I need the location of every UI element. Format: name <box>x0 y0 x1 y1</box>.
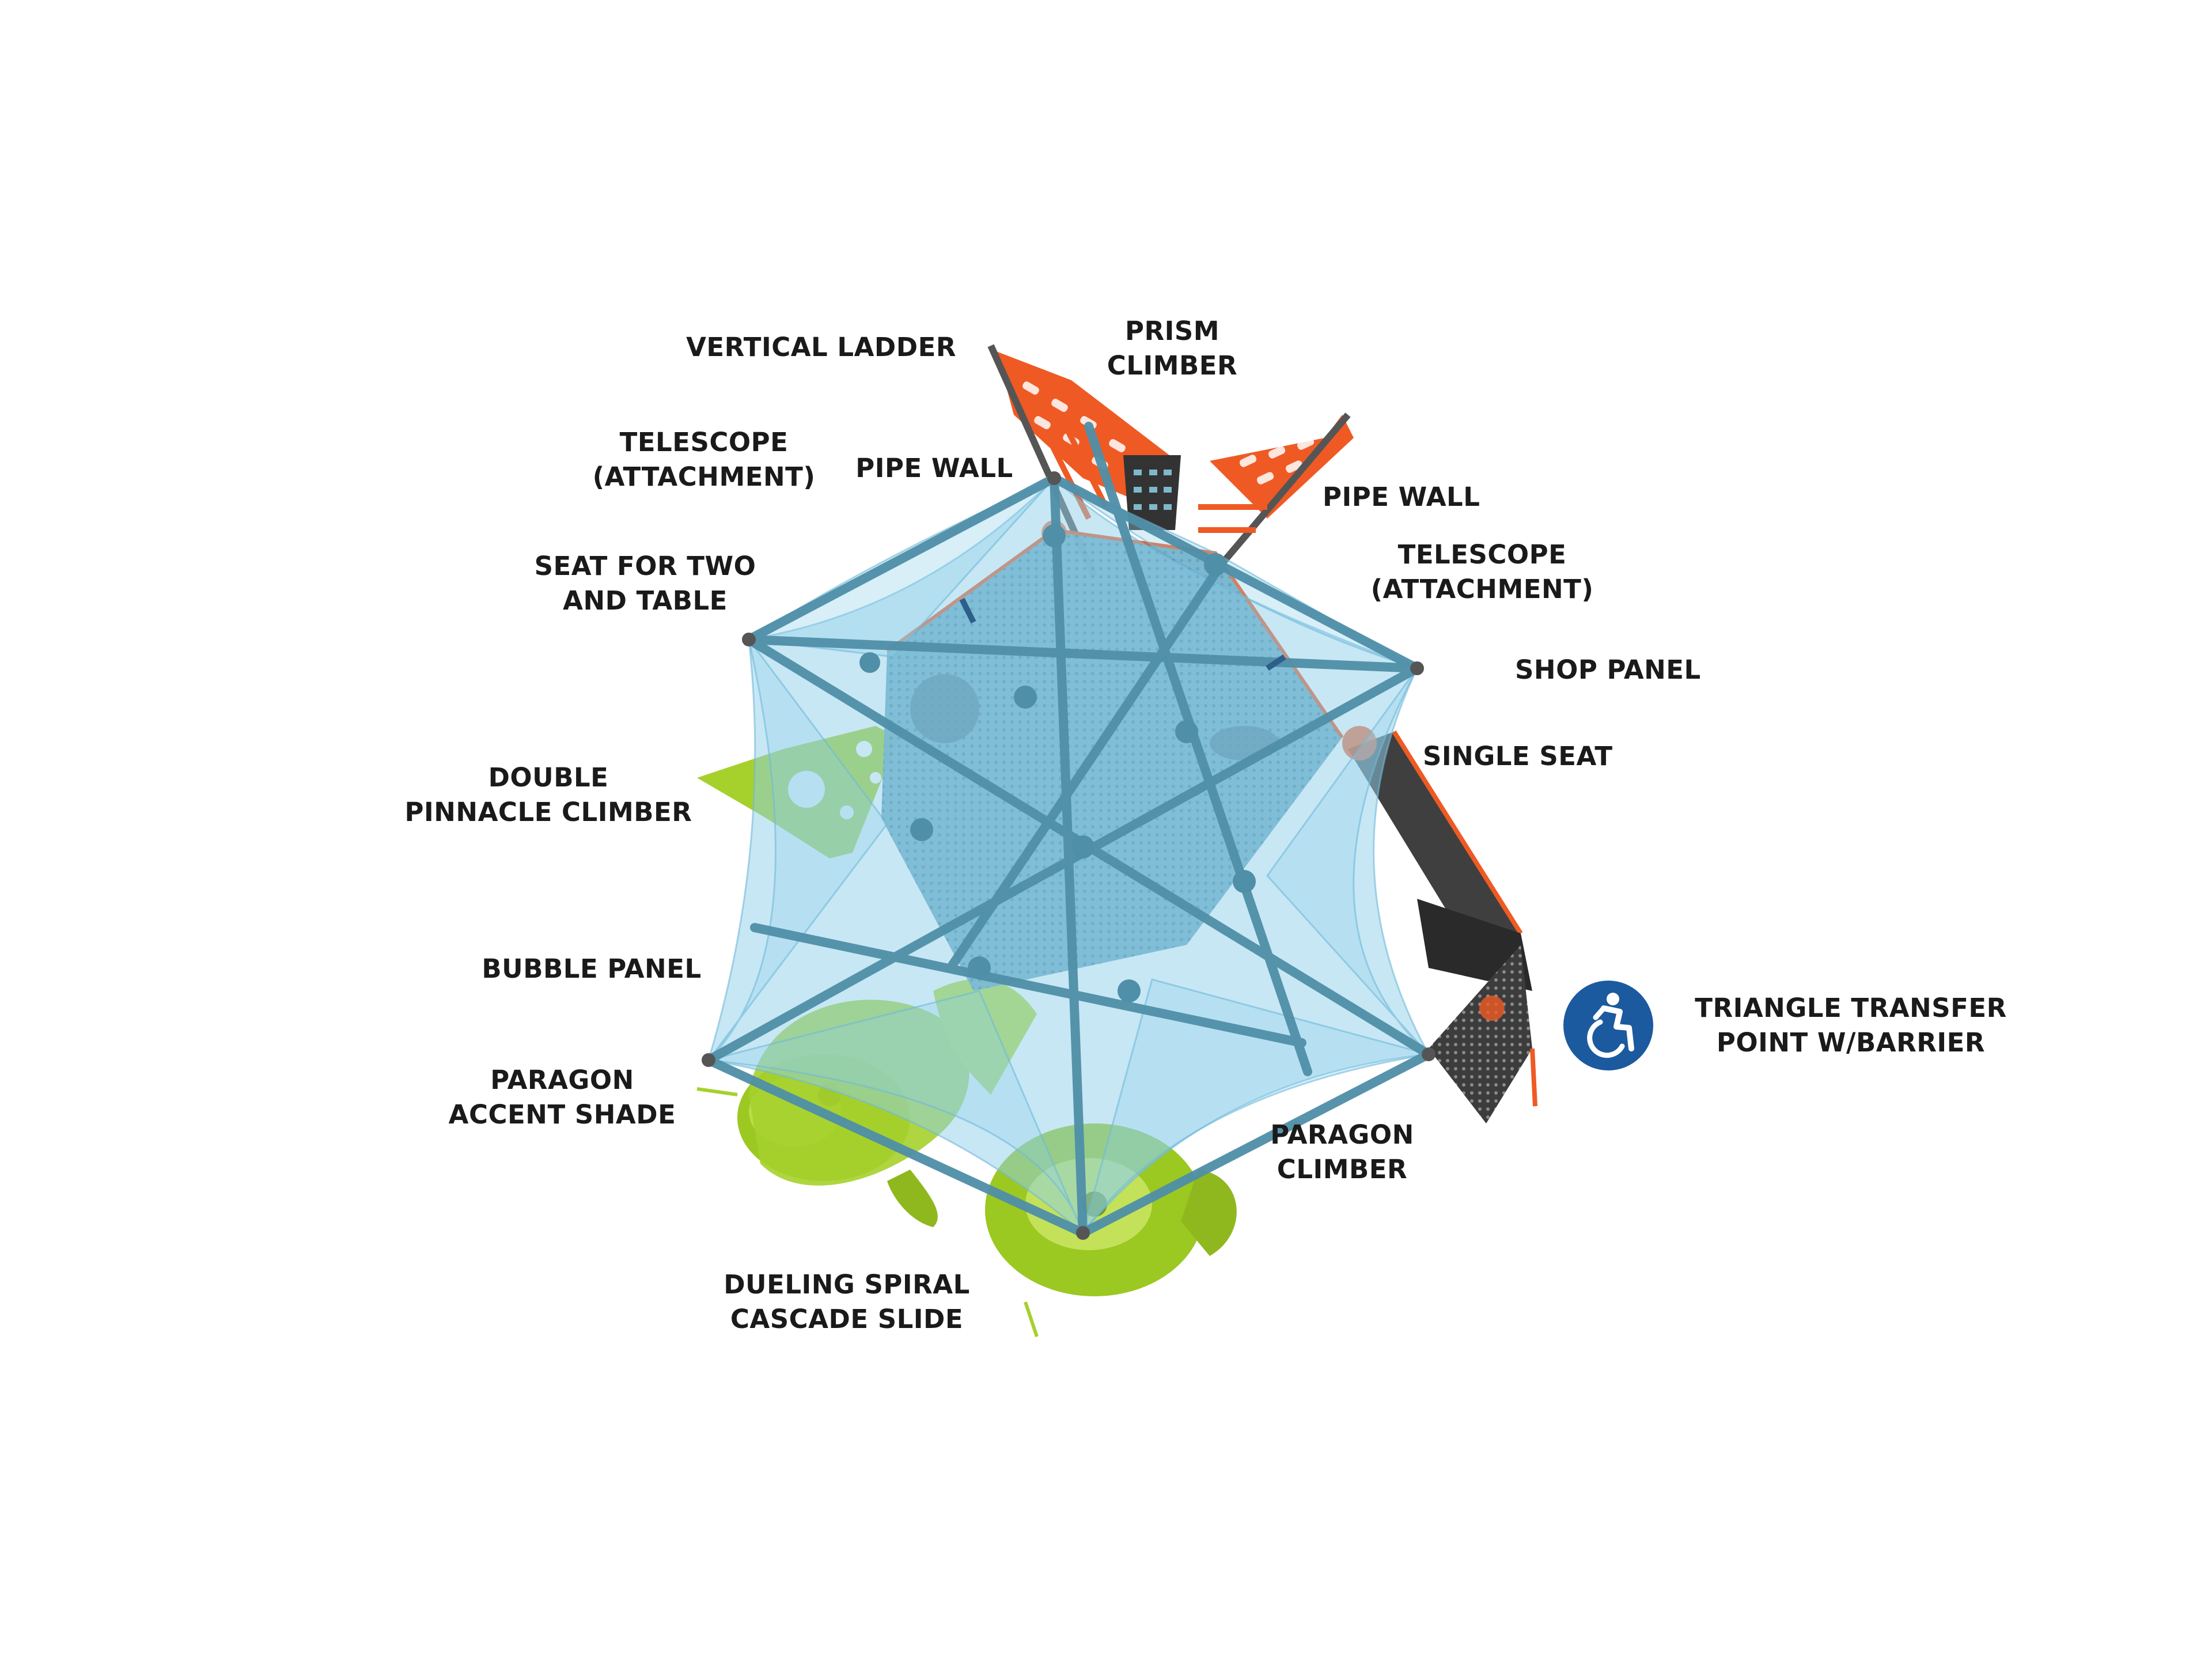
label-line: PINNACLE CLIMBER <box>404 797 692 827</box>
label-line: (ATTACHMENT) <box>592 461 816 492</box>
transfer-platform <box>1429 945 1537 1123</box>
label-line: VERTICAL LADDER <box>686 332 956 362</box>
label-line: TELESCOPE <box>1397 539 1567 570</box>
pole-tips <box>702 471 1435 1240</box>
label-double-pinnacle: DOUBLE PINNACLE CLIMBER <box>405 760 692 830</box>
label-line: PARAGON <box>1270 1119 1414 1150</box>
label-line: ACCENT SHADE <box>448 1099 676 1130</box>
paragon-climber-frame <box>704 422 1433 1238</box>
label-line: AND TABLE <box>563 585 728 616</box>
label-line: CLIMBER <box>1107 350 1238 381</box>
label-line: SEAT FOR TWO <box>534 551 756 581</box>
label-prism-climber: PRISM CLIMBER <box>1107 314 1237 383</box>
label-line: PIPE WALL <box>855 453 1013 483</box>
label-line: SHOP PANEL <box>1515 654 1701 685</box>
pipe-wall-panel <box>1123 455 1181 530</box>
label-line: BUBBLE PANEL <box>482 954 702 984</box>
label-shop-panel: SHOP PANEL <box>1515 653 1701 687</box>
label-dueling-spiral: DUELING SPIRAL CASCADE SLIDE <box>724 1267 970 1337</box>
wheelchair-accessible-icon <box>1563 981 1653 1070</box>
label-line: POINT W/BARRIER <box>1716 1027 1986 1058</box>
label-line: CLIMBER <box>1277 1154 1408 1185</box>
label-line: PARAGON <box>490 1065 634 1095</box>
label-line: PIPE WALL <box>1323 482 1480 512</box>
label-telescope-left: TELESCOPE (ATTACHMENT) <box>593 425 816 494</box>
telescope-attachments <box>959 597 1286 671</box>
label-line: PRISM <box>1124 316 1220 346</box>
label-bubble-panel: BUBBLE PANEL <box>482 952 701 986</box>
label-line: DUELING SPIRAL <box>724 1269 970 1300</box>
label-pipe-wall-right: PIPE WALL <box>1323 480 1480 514</box>
frame-joints <box>859 524 1256 1002</box>
label-paragon-climber: PARAGON CLIMBER <box>1270 1118 1414 1187</box>
prism-climber-part <box>1198 413 1354 567</box>
label-telescope-right: TELESCOPE (ATTACHMENT) <box>1371 538 1594 607</box>
label-line: TELESCOPE <box>619 427 789 457</box>
label-paragon-accent-shade: PARAGON ACCENT SHADE <box>449 1063 676 1132</box>
label-line: CASCADE SLIDE <box>730 1304 964 1334</box>
label-pipe-wall-left: PIPE WALL <box>855 451 1013 486</box>
label-seat-for-two: SEAT FOR TWO AND TABLE <box>535 549 756 618</box>
label-line: DOUBLE <box>488 762 609 793</box>
label-line: SINGLE SEAT <box>1423 741 1613 771</box>
label-line: (ATTACHMENT) <box>1370 574 1594 604</box>
label-vertical-ladder: VERTICAL LADDER <box>686 330 956 365</box>
label-triangle-transfer: TRIANGLE TRANSFER POINT W/BARRIER <box>1695 991 2006 1060</box>
label-single-seat: SINGLE SEAT <box>1423 739 1613 774</box>
label-line: TRIANGLE TRANSFER <box>1695 993 2007 1023</box>
